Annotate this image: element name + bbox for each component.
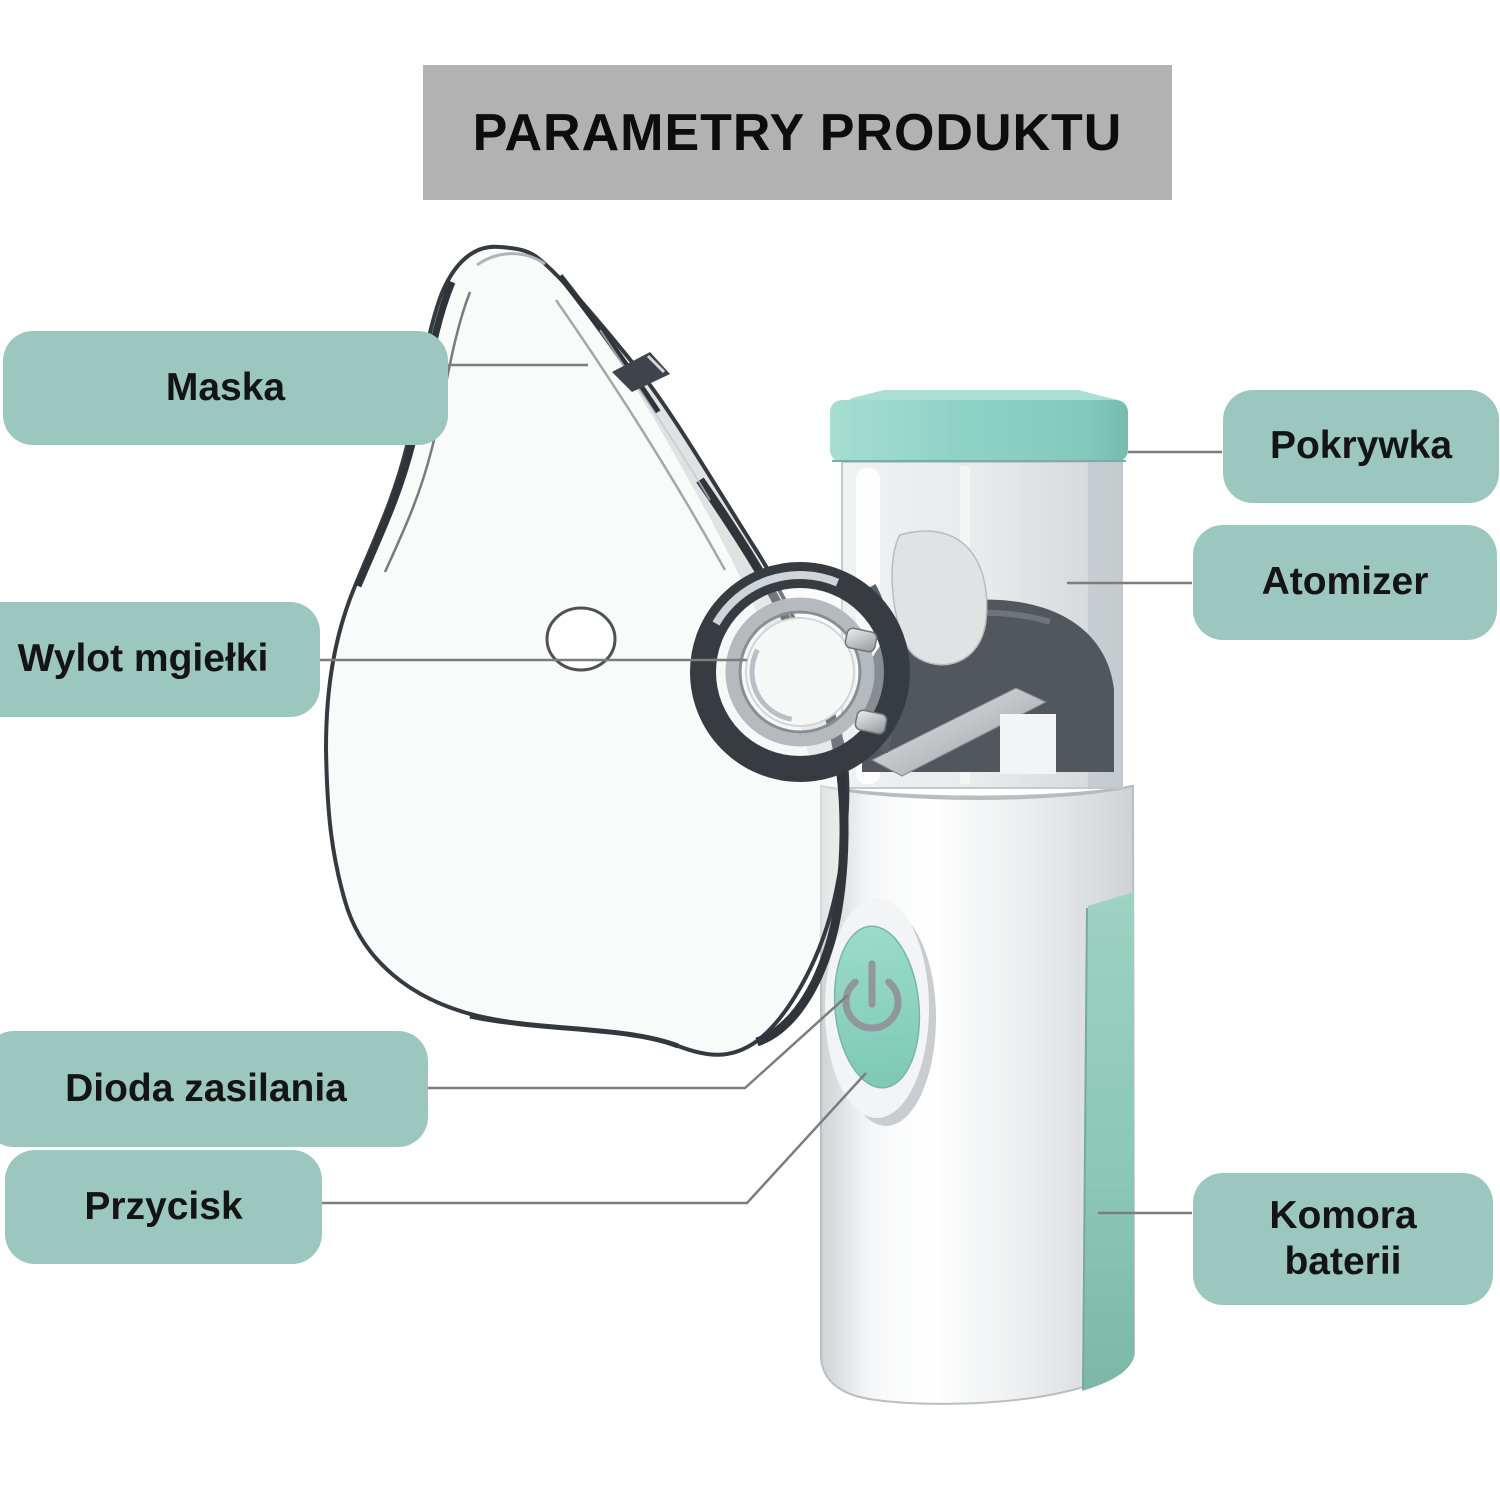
- label-dioda-zasilania: Dioda zasilania: [0, 1031, 428, 1147]
- mask-seam-line-2: [599, 329, 711, 501]
- label-wylot-mgielki: Wylot mgiełki: [0, 602, 320, 717]
- page-title: PARAMETRY PRODUKTU: [423, 65, 1172, 200]
- power-button: [833, 925, 921, 1089]
- mask-illustration: [324, 244, 910, 1057]
- mask-seam-line: [554, 299, 727, 571]
- atomizer-mesh-plate: [870, 687, 1048, 777]
- mask-left-inner-line: [383, 291, 472, 573]
- device-illustration: [820, 390, 1136, 1405]
- mask-vent-hole: [545, 606, 617, 672]
- leader-line-przycisk: [322, 1072, 867, 1205]
- device-cap: [830, 390, 1128, 462]
- label-maska: Maska: [3, 331, 448, 445]
- label-pokrywka: Pokrywka: [1223, 390, 1499, 503]
- nose-clip: [612, 352, 670, 392]
- leader-lines: [320, 363, 1222, 1215]
- battery-strip-edge: [1082, 907, 1088, 1389]
- mask-peak-highlight: [476, 252, 546, 267]
- mask-chin-edge: [469, 1013, 679, 1049]
- mask-right-edge: [557, 274, 661, 414]
- chamber-pedestal: [1000, 714, 1056, 774]
- body-seam: [820, 784, 1134, 800]
- ring-screw-top: [844, 627, 878, 653]
- label-komora-baterii: Komora baterii: [1193, 1173, 1493, 1305]
- leader-line-dioda-zasilania: [427, 994, 849, 1090]
- ring-screw-bottom: [854, 709, 888, 735]
- battery-strip: [1082, 892, 1134, 1391]
- mist-outlet-ring: [690, 562, 910, 782]
- mouthpiece: [891, 530, 988, 666]
- mist-outlet: [745, 617, 855, 727]
- power-button-group: [825, 898, 936, 1126]
- label-przycisk: Przycisk: [5, 1150, 322, 1264]
- label-atomizer: Atomizer: [1193, 525, 1497, 640]
